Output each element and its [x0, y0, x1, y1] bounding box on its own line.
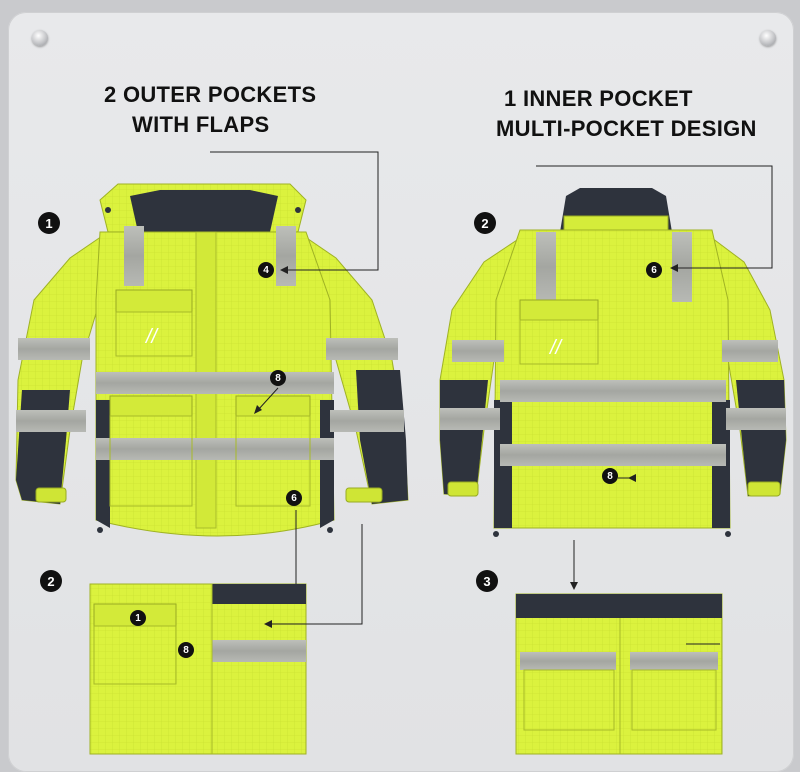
front-chest-pocket — [115, 311, 193, 357]
arrow-front-side-icon — [254, 405, 262, 414]
hood-toggle-right-icon — [295, 207, 301, 213]
callout-front-lower: 6 — [286, 490, 302, 506]
back-pocket-flap — [519, 299, 599, 321]
back-hem-toggle-right-icon — [725, 531, 731, 537]
detail-left-reflective-strip — [212, 640, 306, 662]
leader-detail-strip — [270, 524, 363, 625]
back-upper-stripe — [500, 380, 726, 402]
left-heading-line1: 2 OUTER POCKETS — [104, 82, 317, 107]
right-heading-line1: 1 INNER POCKET — [504, 86, 693, 111]
detail-right-pocket-right — [631, 669, 717, 731]
callout-detail-strip: 8 — [178, 642, 194, 658]
back-right-cuff — [747, 481, 781, 497]
front-right-arm-stripe-1 — [326, 338, 398, 360]
front-side-panel-left — [96, 400, 110, 528]
front-right-pocket-flap — [235, 395, 311, 417]
hood-toggle-left-icon — [105, 207, 111, 213]
back-right-arm-stripe-2 — [726, 408, 786, 430]
front-waist-stripe — [96, 438, 334, 460]
leader-front-side — [257, 387, 279, 411]
leader-front-chest — [210, 151, 379, 271]
front-left-cuff — [35, 487, 67, 503]
callout-front-chest: 4 — [258, 262, 274, 278]
back-left-sleeve-panel — [440, 380, 488, 496]
arrow-back-upper-icon — [670, 264, 678, 272]
front-jacket: // — [15, 183, 409, 537]
callout-front-side: 8 — [270, 370, 286, 386]
front-left-arm-stripe-2 — [16, 410, 86, 432]
badge-detail-right: 3 — [476, 570, 498, 592]
right-heading: 1 INNER POCKET MULTI-POCKET DESIGN — [496, 84, 757, 144]
callout-back-upper: 6 — [646, 262, 662, 278]
back-shoulder-stripe-right — [672, 232, 692, 302]
badge-front: 1 — [38, 212, 60, 234]
back-collar-band — [563, 215, 669, 231]
detail-left-navy-band — [212, 584, 306, 604]
front-right-pocket — [235, 415, 311, 507]
front-chest-stripe — [96, 372, 334, 394]
badge-detail-left: 2 — [40, 570, 62, 592]
arrow-back-lower-icon — [628, 474, 636, 482]
detail-right-navy-band — [516, 594, 722, 618]
front-shoulder-stripe-left — [124, 226, 144, 286]
front-right-sleeve-panel — [356, 370, 408, 504]
callout-detail-pocket: 1 — [130, 610, 146, 626]
front-hood-lining — [130, 190, 278, 232]
leader-lines — [210, 151, 773, 645]
callout-back-lower: 8 — [602, 468, 618, 484]
front-left-arm-stripe-1 — [18, 338, 90, 360]
back-lower-stripe — [500, 444, 726, 466]
arrow-detail-strip-icon — [264, 620, 272, 628]
arrow-back-to-detail-icon — [570, 582, 578, 590]
hem-toggle-right-icon — [327, 527, 333, 533]
pin-top-left-icon — [32, 30, 48, 46]
back-shoulder-stripe-left — [536, 232, 556, 302]
back-left-arm-stripe-2 — [440, 408, 500, 430]
detail-pocket — [93, 625, 177, 685]
right-heading-line2: MULTI-POCKET DESIGN — [496, 116, 757, 141]
back-chest-mark: // — [548, 337, 564, 359]
back-left-cuff — [447, 481, 479, 497]
detail-right-strip-right — [630, 652, 718, 670]
back-right-sleeve-panel — [736, 380, 786, 496]
front-left-pocket-flap — [109, 395, 193, 417]
back-right-arm-stripe-1 — [722, 340, 778, 362]
pin-top-right-icon — [760, 30, 776, 46]
back-left-arm-stripe-1 — [452, 340, 504, 362]
back-pocket — [519, 319, 599, 365]
leader-back-upper — [536, 165, 773, 269]
detail-right-panel — [515, 593, 723, 755]
hem-toggle-left-icon — [97, 527, 103, 533]
front-left-pocket — [109, 415, 193, 507]
front-right-cuff — [345, 487, 383, 503]
arrow-front-chest-icon — [280, 266, 288, 274]
front-shoulder-stripe-right — [276, 226, 296, 286]
front-right-arm-stripe-2 — [330, 410, 404, 432]
badge-back: 2 — [474, 212, 496, 234]
leader-arrowheads — [254, 264, 678, 628]
front-chest-mark: // — [144, 326, 160, 348]
detail-right-pocket-left — [523, 669, 615, 731]
detail-right-strip-left — [520, 652, 616, 670]
detail-left-panel — [89, 583, 307, 755]
back-jacket: // — [439, 188, 787, 537]
left-heading: 2 OUTER POCKETS WITH FLAPS — [104, 80, 316, 140]
back-hem-toggle-left-icon — [493, 531, 499, 537]
front-chest-pocket-flap — [115, 289, 193, 313]
left-heading-line2: WITH FLAPS — [132, 112, 270, 137]
